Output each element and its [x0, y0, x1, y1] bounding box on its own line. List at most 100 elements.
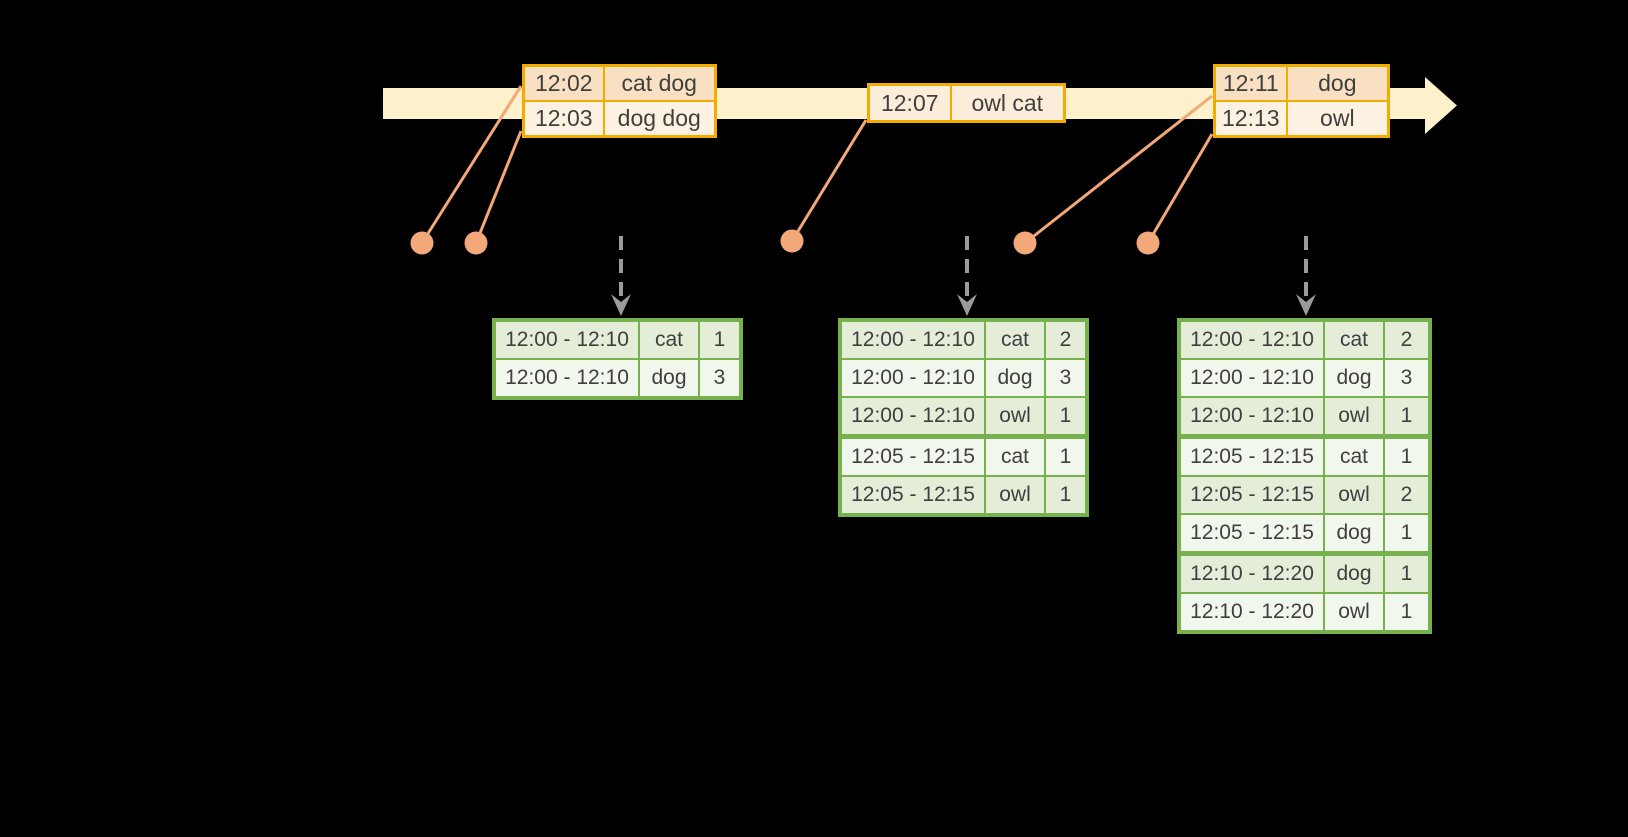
event-table-1: 12:02 cat dog 12:03 dog dog — [522, 64, 717, 138]
event-row: 12:02 cat dog — [522, 64, 717, 102]
word-cell: cat — [984, 319, 1046, 360]
word-cell: owl — [984, 475, 1046, 516]
count-cell: 2 — [1383, 475, 1431, 515]
count-row: 12:05 - 12:15 dog 1 — [1178, 513, 1431, 555]
event-table-3: 12:11 dog 12:13 owl — [1213, 64, 1391, 138]
count-row: 12:05 - 12:15 owl 2 — [1178, 475, 1431, 515]
count-row: 12:10 - 12:20 dog 1 — [1178, 551, 1431, 594]
count-cell: 1 — [1383, 551, 1431, 594]
dashed-arrow-head — [1296, 294, 1316, 316]
connector-line — [474, 130, 523, 244]
event-time-cell: 12:02 — [522, 64, 605, 102]
connector-line — [1024, 94, 1213, 245]
timeline-arrowhead-icon — [1425, 77, 1457, 134]
window-cell: 12:05 - 12:15 — [1178, 434, 1325, 477]
event-words-cell: cat dog — [602, 64, 717, 102]
result-table-1-body: 12:00 - 12:10 cat 1 12:00 - 12:10 dog 3 — [493, 319, 742, 399]
event-table-2-body: 12:07 owl cat — [867, 83, 1066, 123]
count-cell: 1 — [1383, 592, 1431, 633]
event-words-cell: dog dog — [602, 100, 717, 138]
count-row: 12:05 - 12:15 owl 1 — [839, 475, 1088, 516]
count-cell: 3 — [1044, 358, 1088, 398]
dashed-arrow-icon — [957, 236, 977, 316]
count-row: 12:00 - 12:10 cat 2 — [1178, 319, 1431, 360]
count-cell: 3 — [1383, 358, 1431, 398]
count-row: 12:05 - 12:15 cat 1 — [839, 434, 1088, 477]
count-cell: 1 — [1044, 475, 1088, 516]
count-row: 12:00 - 12:10 dog 3 — [493, 358, 742, 399]
window-cell: 12:00 - 12:10 — [493, 319, 640, 360]
count-cell: 2 — [1044, 319, 1088, 360]
event-dot-icon — [1136, 231, 1160, 255]
window-cell: 12:00 - 12:10 — [1178, 396, 1325, 438]
window-cell: 12:05 - 12:15 — [839, 475, 986, 516]
event-row: 12:07 owl cat — [867, 83, 1066, 123]
count-cell: 1 — [698, 319, 742, 360]
word-cell: dog — [1323, 358, 1385, 398]
window-cell: 12:00 - 12:10 — [493, 358, 640, 399]
word-cell: owl — [1323, 592, 1385, 633]
event-words-cell: owl — [1285, 100, 1390, 138]
event-row: 12:03 dog dog — [522, 100, 717, 138]
window-cell: 12:00 - 12:10 — [839, 396, 986, 438]
word-cell: dog — [638, 358, 700, 399]
dashed-arrow-icon — [1296, 236, 1316, 316]
window-cell: 12:10 - 12:20 — [1178, 592, 1325, 633]
count-row: 12:10 - 12:20 owl 1 — [1178, 592, 1431, 633]
count-cell: 2 — [1383, 319, 1431, 360]
event-table-2: 12:07 owl cat — [867, 83, 1066, 123]
connector-line — [420, 85, 523, 244]
event-dot-icon — [780, 229, 804, 253]
event-row: 12:13 owl — [1213, 100, 1390, 138]
count-cell: 1 — [1383, 434, 1431, 477]
count-row: 12:00 - 12:10 dog 3 — [1178, 358, 1431, 398]
window-cell: 12:00 - 12:10 — [839, 319, 986, 360]
word-cell: dog — [984, 358, 1046, 398]
dashed-arrow-icon — [611, 236, 631, 316]
event-time-cell: 12:11 — [1213, 64, 1288, 102]
result-table-3-body: 12:00 - 12:10 cat 2 12:00 - 12:10 dog 3 … — [1178, 319, 1431, 633]
event-table-3-body: 12:11 dog 12:13 owl — [1213, 64, 1390, 138]
event-time-cell: 12:07 — [867, 83, 952, 123]
dashed-arrow-head — [611, 294, 631, 316]
count-cell: 1 — [1383, 513, 1431, 555]
window-cell: 12:05 - 12:15 — [1178, 475, 1325, 515]
count-row: 12:00 - 12:10 owl 1 — [1178, 396, 1431, 438]
event-row: 12:11 dog — [1213, 64, 1390, 102]
connector-line — [790, 119, 868, 242]
result-table-2-body: 12:00 - 12:10 cat 2 12:00 - 12:10 dog 3 … — [839, 319, 1088, 516]
count-row: 12:05 - 12:15 cat 1 — [1178, 434, 1431, 477]
connector-line — [1146, 133, 1214, 244]
word-cell: owl — [984, 396, 1046, 438]
event-dot-icon — [464, 231, 488, 255]
window-cell: 12:10 - 12:20 — [1178, 551, 1325, 594]
word-cell: cat — [984, 434, 1046, 477]
word-cell: owl — [1323, 396, 1385, 438]
word-cell: cat — [1323, 434, 1385, 477]
word-cell: owl — [1323, 475, 1385, 515]
count-cell: 1 — [1044, 396, 1088, 438]
count-row: 12:00 - 12:10 cat 1 — [493, 319, 742, 360]
event-words-cell: owl cat — [949, 83, 1066, 123]
word-cell: dog — [1323, 551, 1385, 594]
word-cell: cat — [1323, 319, 1385, 360]
result-table-3: 12:00 - 12:10 cat 2 12:00 - 12:10 dog 3 … — [1177, 318, 1432, 634]
count-row: 12:00 - 12:10 owl 1 — [839, 396, 1088, 438]
count-cell: 1 — [1044, 434, 1088, 477]
dashed-arrow-head — [957, 294, 977, 316]
event-dot-icon — [410, 231, 434, 255]
event-time-cell: 12:13 — [1213, 100, 1288, 138]
window-cell: 12:05 - 12:15 — [1178, 513, 1325, 555]
word-cell: cat — [638, 319, 700, 360]
count-row: 12:00 - 12:10 cat 2 — [839, 319, 1088, 360]
event-time-cell: 12:03 — [522, 100, 605, 138]
window-cell: 12:05 - 12:15 — [839, 434, 986, 477]
count-cell: 1 — [1383, 396, 1431, 438]
count-row: 12:00 - 12:10 dog 3 — [839, 358, 1088, 398]
result-table-2: 12:00 - 12:10 cat 2 12:00 - 12:10 dog 3 … — [838, 318, 1089, 517]
window-cell: 12:00 - 12:10 — [1178, 358, 1325, 398]
event-table-1-body: 12:02 cat dog 12:03 dog dog — [522, 64, 717, 138]
window-cell: 12:00 - 12:10 — [1178, 319, 1325, 360]
result-table-1: 12:00 - 12:10 cat 1 12:00 - 12:10 dog 3 — [492, 318, 743, 400]
